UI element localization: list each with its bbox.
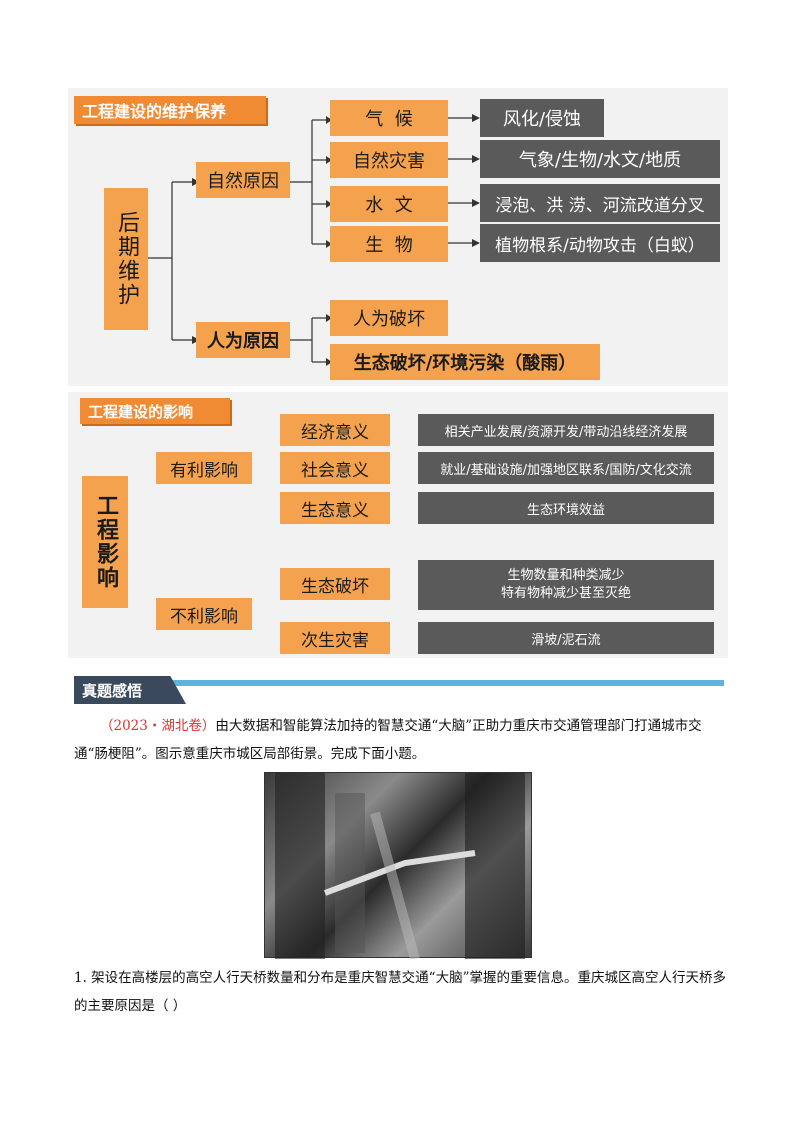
eco-damage-detail-line2: 特有物种减少甚至灭绝	[500, 586, 631, 601]
human-item-destruction: 人为破坏	[330, 300, 448, 336]
branch-negative-impact: 不利影响	[156, 598, 252, 630]
impact-root-node: 工程影响	[82, 476, 128, 608]
section-banner-rule	[74, 680, 724, 686]
natural-item-biology: 生 物	[330, 226, 448, 262]
natural-item-hydrology: 水 文	[330, 186, 448, 222]
social-detail: 就业/基础设施/加强地区联系/国防/文化交流	[418, 452, 714, 484]
question-intro-text: 由大数据和智能算法加持的智慧交通“大脑”正助力重庆市交通管理部门打通城市交通“肠…	[74, 718, 702, 762]
question-intro: （2023・湖北卷）由大数据和智能算法加持的智慧交通“大脑”正助力重庆市交通管理…	[74, 712, 726, 768]
hydrology-detail: 浸泡、洪 涝、河流改道分叉	[480, 184, 720, 222]
maintenance-section-title: 工程建设的维护保养	[74, 96, 266, 124]
secondary-disaster-detail: 滑坡/泥石流	[418, 622, 714, 654]
section-banner: 真题感悟	[74, 676, 186, 704]
biology-detail: 植物根系/动物攻击（白蚁）	[480, 224, 720, 262]
negative-item-secondary-disaster: 次生灾害	[280, 622, 390, 654]
economic-detail: 相关产业发展/资源开发/带动沿线经济发展	[418, 414, 714, 446]
positive-item-economic: 经济意义	[280, 414, 390, 446]
chongqing-street-photo	[264, 772, 532, 961]
question-1: 1. 架设在高楼层的高空人行天桥数量和分布是重庆智慧交通“大脑”掌握的重要信息。…	[74, 970, 726, 1014]
disaster-detail: 气象/生物/水文/地质	[480, 140, 720, 178]
maintenance-root-node: 后期维护	[104, 188, 148, 330]
climate-detail: 风化/侵蚀	[480, 99, 604, 137]
ecological-detail: 生态环境效益	[418, 492, 714, 524]
natural-item-disaster: 自然灾害	[330, 142, 448, 178]
positive-item-ecological: 生态意义	[280, 492, 390, 524]
photo-skyline	[275, 773, 525, 961]
negative-item-eco-damage: 生态破坏	[280, 568, 390, 600]
positive-item-social: 社会意义	[280, 452, 390, 484]
eco-damage-detail-line1: 生物数量和种类减少	[507, 568, 625, 583]
branch-positive-impact: 有利影响	[156, 452, 252, 484]
natural-item-climate: 气 候	[330, 100, 448, 136]
impact-section-title: 工程建设的影响	[80, 398, 230, 424]
question-source: （2023・湖北卷）	[100, 718, 216, 734]
branch-natural-causes: 自然原因	[196, 162, 290, 198]
eco-damage-detail: 生物数量和种类减少 特有物种减少甚至灭绝	[418, 560, 714, 610]
branch-human-causes: 人为原因	[196, 322, 290, 358]
human-item-pollution: 生态破坏/环境污染（酸雨）	[330, 344, 600, 380]
